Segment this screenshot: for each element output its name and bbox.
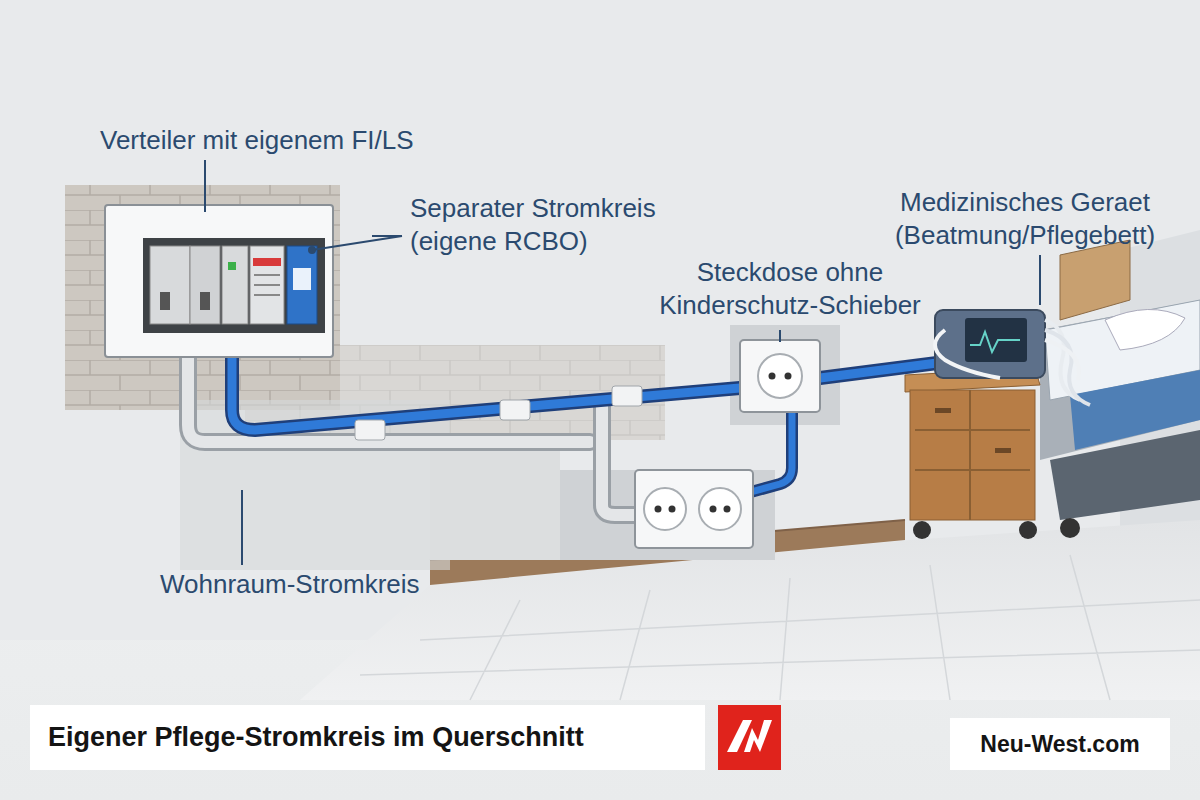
leader-lines [204,160,206,212]
cart [905,368,1040,539]
distribution-box [293,268,311,290]
distribution-box [200,292,210,310]
distribution-box [250,246,284,324]
bed [1040,240,1200,538]
cart [915,390,1030,520]
callout-label: Separater Stromkreis (eigene RCBO) [410,192,710,257]
medical-device [935,310,1045,378]
distribution-box [105,205,333,357]
distribution-box [287,246,317,324]
blue-cable-care-circuit [232,352,945,495]
blue-cable-care-circuit [355,420,385,440]
medical-device [1045,330,1090,405]
distribution-box [222,246,248,324]
distribution-box [143,238,325,333]
socket-single [740,340,820,412]
distribution-box [253,258,281,266]
leader-lines [372,235,402,237]
socket-single [785,373,792,380]
bed [1105,309,1185,350]
distribution-box [254,275,280,295]
socket-double [710,506,717,513]
distribution-box [228,262,236,270]
socket-double [724,506,731,513]
brick-wall [65,185,840,570]
blue-cable-care-circuit [232,352,945,430]
leader-lines [1039,255,1041,305]
leader-lines [779,330,781,342]
socket-double [669,506,676,513]
cart [913,521,931,539]
distribution-box [160,292,170,310]
callout-label: Medizinisches Geraet (Beatmung/Pflegebet… [860,186,1190,251]
blue-cable-care-circuit [612,386,642,406]
medical-device [965,318,1027,362]
distribution-box [105,205,333,357]
leader-lines [308,246,316,254]
medical-device [935,310,1090,405]
brick-wall [545,470,775,560]
callout-label: Verteiler mit eigenem FI/LS [100,124,520,157]
leader-lines [312,236,402,250]
socket-double [699,488,741,530]
brand-text: Neu-West.com [980,731,1139,758]
brand-logo [744,720,772,752]
bed [1050,430,1200,520]
brand-box: Neu-West.com [950,718,1170,770]
callout-label: Wohnraum-Stromkreis [160,568,560,601]
socket-single [769,373,776,380]
callout-label: Steckdose ohne Kinderschutz-Schieber [640,256,940,321]
medical-device [970,332,1020,352]
cart [910,390,1035,520]
socket-single [758,354,802,398]
socket-double [635,470,753,548]
distribution-box [190,246,220,324]
socket-single [740,340,820,412]
leader-lines [241,490,243,565]
brand-logo [718,705,781,770]
blue-cable-care-circuit [500,400,530,420]
brick-wall [430,440,560,560]
bed [1060,240,1130,320]
bed [1060,518,1080,538]
cart [995,448,1011,453]
medical-device [1045,340,1079,380]
cart [935,408,951,413]
brand-logo [718,705,781,770]
socket-double [644,488,686,530]
caption-bar: Eigener Pflege-Stromkreis im Querschnitt [30,705,705,770]
blue-cable-care-circuit [232,352,945,430]
cart [1019,521,1037,539]
medical-device [935,330,1000,378]
socket-double [635,470,753,548]
socket-double [655,506,662,513]
distribution-box [150,246,190,324]
